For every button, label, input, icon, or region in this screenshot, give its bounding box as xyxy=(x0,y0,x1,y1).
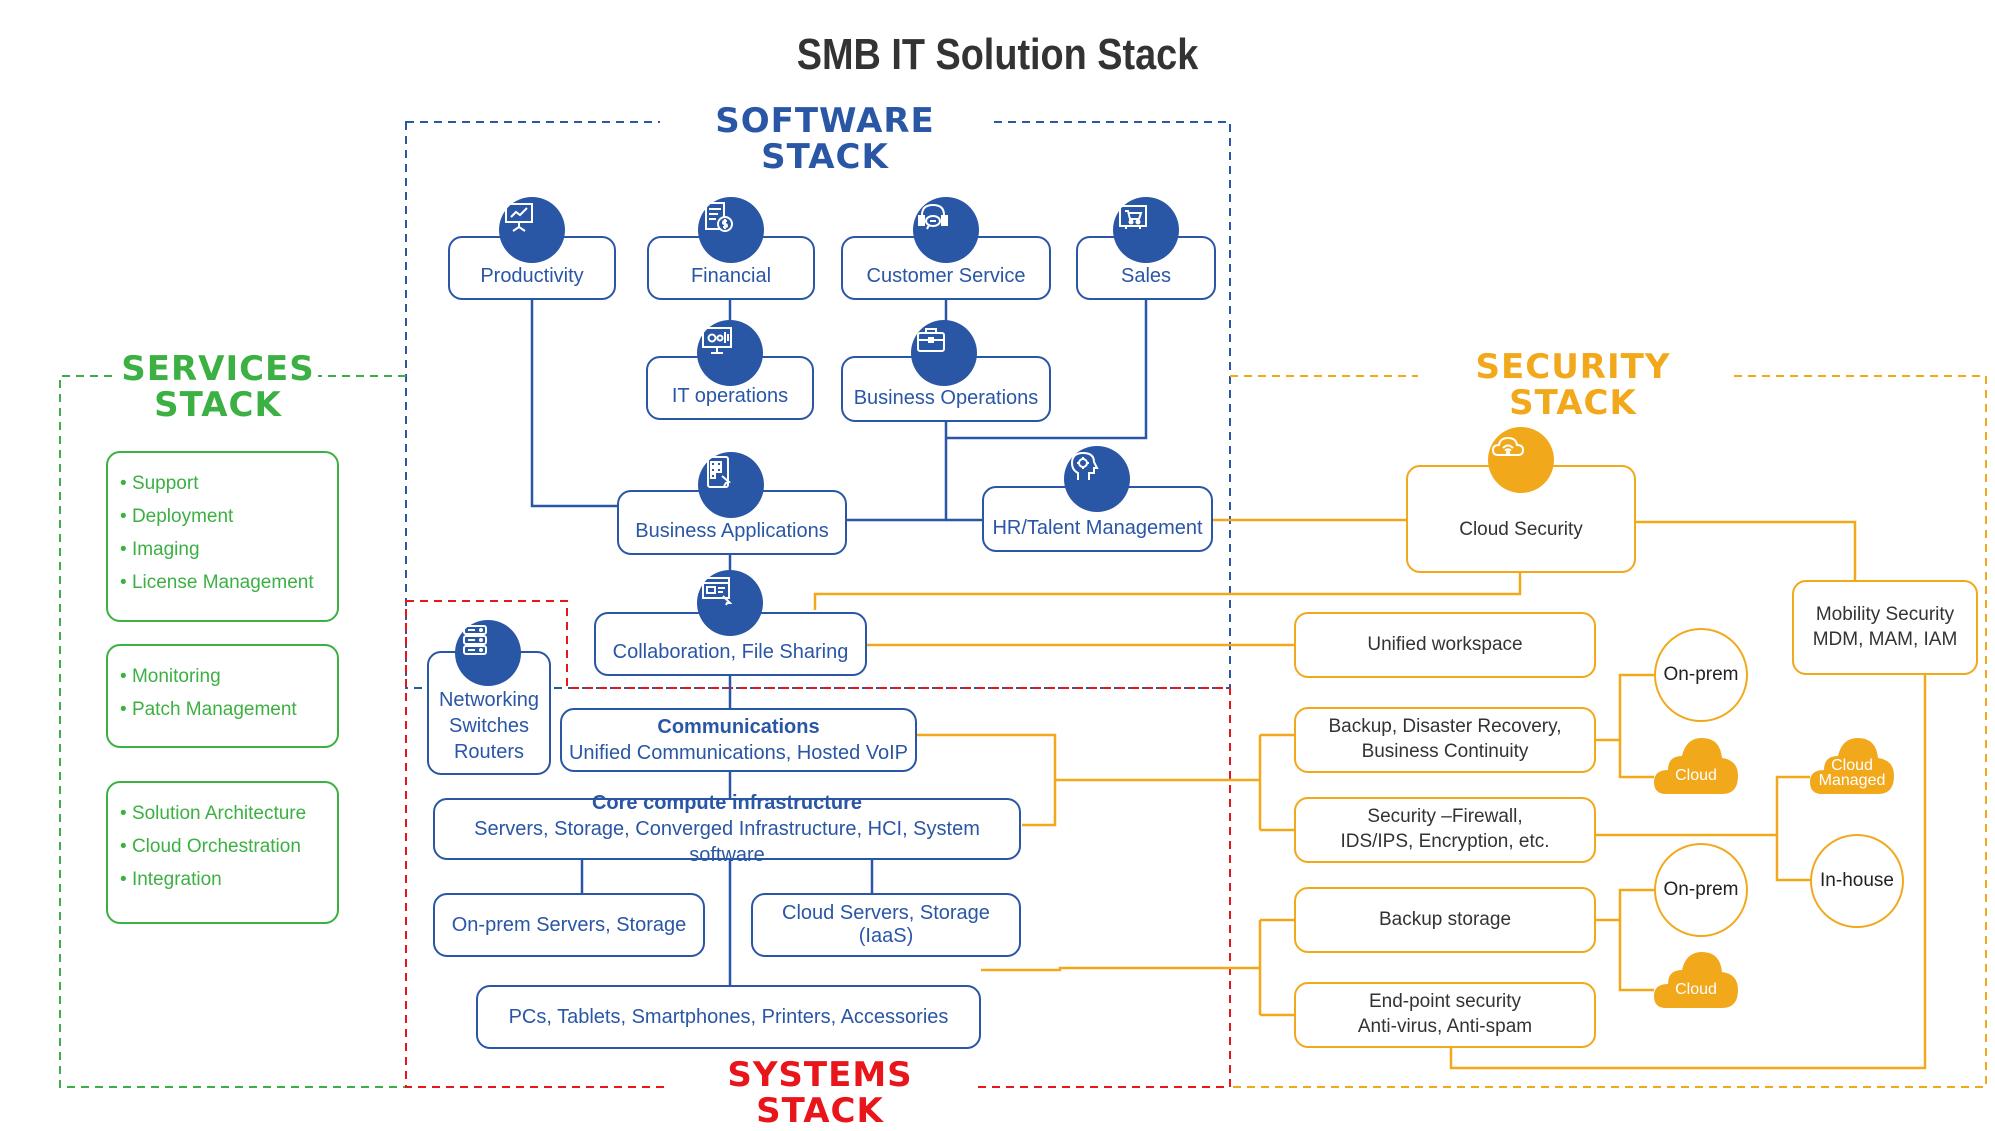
cloud-servers-node: Cloud Servers, Storage (IaaS) xyxy=(751,893,1021,957)
services-group-3: • Solution Architecture • Cloud Orchestr… xyxy=(106,781,339,924)
unified-workspace-node: Unified workspace xyxy=(1294,612,1596,678)
onprem-circle-2: On-prem xyxy=(1654,843,1748,937)
communications-subtitle: Unified Communications, Hosted VoIP xyxy=(568,742,909,764)
mobility-security-line: Mobility Security xyxy=(1815,603,1955,625)
backup-dr-node: Backup, Disaster Recovery, Business Cont… xyxy=(1294,707,1596,773)
service-item: • Integration xyxy=(120,869,222,890)
monitor-gears-icon xyxy=(697,320,763,386)
backup-dr-line: Business Continuity xyxy=(1361,741,1529,762)
server-rack-icon xyxy=(455,620,521,686)
security-firewall-node: Security –Firewall, IDS/IPS, Encryption,… xyxy=(1294,797,1596,863)
cloud-wifi-icon xyxy=(1488,427,1554,493)
presentation-board-icon xyxy=(499,197,565,263)
cloud-servers-label: Cloud Servers, Storage (IaaS) xyxy=(782,902,990,947)
networking-line: Networking xyxy=(438,689,540,711)
security-firewall-line: Security –Firewall, xyxy=(1367,806,1523,828)
cloud-managed-label: Managed xyxy=(1818,772,1886,789)
invoice-dollar-icon xyxy=(698,197,764,263)
customer-service-label: Customer Service xyxy=(866,265,1026,287)
cloud-label: Cloud xyxy=(1675,981,1717,998)
security-stack-label: SECURITY STACK xyxy=(1418,349,1728,422)
backup-storage-label: Backup storage xyxy=(1378,908,1512,930)
business-applications-node: Business Applications xyxy=(617,490,847,555)
core-compute-subtitle: Servers, Storage, Converged Infrastructu… xyxy=(474,818,980,866)
core-compute-title: Core compute infrastructure xyxy=(591,792,863,814)
mobility-security-node: Mobility Security MDM, MAM, IAM xyxy=(1792,580,1978,675)
mobility-security-line: MDM, MAM, IAM xyxy=(1812,628,1958,650)
sales-label: Sales xyxy=(1120,265,1172,287)
shopping-cart-icon xyxy=(1113,197,1179,263)
financial-label: Financial xyxy=(690,265,772,287)
service-item: • Monitoring xyxy=(120,666,221,687)
backup-dr-line: Backup, Disaster Recovery, xyxy=(1328,716,1562,738)
cloud-security-label: Cloud Security xyxy=(1459,518,1583,540)
cloud-icon: Cloud xyxy=(1654,944,1738,1010)
systems-stack-region xyxy=(405,600,1231,1088)
services-stack-label: SERVICES STACK xyxy=(118,351,318,424)
service-item: • Solution Architecture xyxy=(120,803,307,824)
endpoint-security-node: End-point security Anti-virus, Anti-spam xyxy=(1294,982,1596,1048)
it-operations-label: IT operations xyxy=(671,385,789,407)
head-gear-icon xyxy=(1064,446,1130,512)
onprem-servers-label: On-prem Servers, Storage xyxy=(451,913,687,936)
core-compute-node: Core compute infrastructure Servers, Sto… xyxy=(433,792,1021,866)
cloud-managed-icon: Cloud Managed xyxy=(1810,730,1894,796)
onprem-label: On-prem xyxy=(1663,879,1739,900)
productivity-label: Productivity xyxy=(480,265,584,287)
hr-talent-label: HR/Talent Management xyxy=(992,517,1203,539)
devices-node: PCs, Tablets, Smartphones, Printers, Acc… xyxy=(476,985,981,1049)
networking-line: Switches xyxy=(448,715,530,737)
it-operations-node: IT operations xyxy=(646,356,814,420)
business-applications-label: Business Applications xyxy=(635,520,829,542)
headset-icon xyxy=(913,197,979,263)
cloud-managed-label: Cloud xyxy=(1831,757,1873,774)
diagram-title: SMB IT Solution Stack xyxy=(796,30,1199,79)
in-house-label: In-house xyxy=(1820,870,1894,891)
service-item: • Imaging xyxy=(120,539,200,560)
communications-node: Communications Unified Communications, H… xyxy=(560,708,917,772)
service-item: • License Management xyxy=(120,572,314,593)
endpoint-security-line: End-point security xyxy=(1368,991,1522,1013)
in-house-circle: In-house xyxy=(1810,834,1904,928)
unified-workspace-label: Unified workspace xyxy=(1367,633,1523,655)
tablet-apps-icon xyxy=(698,452,764,518)
services-group-1: • Support • Deployment • Imaging • Licen… xyxy=(106,451,339,622)
document-cursor-icon xyxy=(697,570,763,636)
collaboration-label: Collaboration, File Sharing xyxy=(612,641,849,663)
networking-line: Routers xyxy=(453,741,525,763)
communications-title: Communications xyxy=(657,716,820,738)
systems-stack-label: SYSTEMS STACK xyxy=(665,1057,975,1130)
hr-talent-node: HR/Talent Management xyxy=(982,486,1213,552)
endpoint-security-line: Anti-virus, Anti-spam xyxy=(1357,1016,1533,1037)
cloud-icon: Cloud xyxy=(1654,730,1738,796)
security-connectors xyxy=(813,518,1927,1070)
networking-node: Networking Switches Routers xyxy=(427,651,551,775)
service-item: • Deployment xyxy=(120,506,234,527)
devices-label: PCs, Tablets, Smartphones, Printers, Acc… xyxy=(508,1005,949,1028)
onprem-circle-1: On-prem xyxy=(1654,628,1748,722)
service-item: • Patch Management xyxy=(120,699,297,720)
business-operations-node: Business Operations xyxy=(841,356,1051,422)
briefcase-icon xyxy=(911,320,977,386)
security-firewall-line: IDS/IPS, Encryption, etc. xyxy=(1340,831,1550,852)
backup-storage-node: Backup storage xyxy=(1294,887,1596,953)
software-stack-label: SOFTWARE STACK xyxy=(660,103,990,176)
services-group-2: • Monitoring • Patch Management xyxy=(106,644,339,748)
service-item: • Support xyxy=(120,473,199,494)
cloud-label: Cloud xyxy=(1675,767,1717,784)
onprem-servers-node: On-prem Servers, Storage xyxy=(433,893,705,957)
service-item: • Cloud Orchestration xyxy=(120,836,301,857)
onprem-label: On-prem xyxy=(1663,664,1739,685)
business-operations-label: Business Operations xyxy=(853,387,1039,409)
